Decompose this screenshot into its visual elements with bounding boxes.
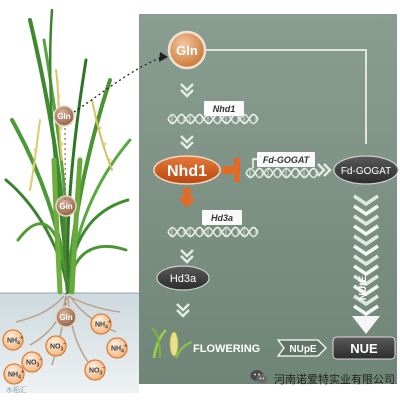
ion-circle (84, 359, 106, 381)
nute-chevron (353, 264, 379, 277)
company-watermark: 河南诺爱特实业有限公司 (274, 373, 395, 386)
chevrons-to-hd3a (180, 249, 194, 264)
nute-chevron (353, 224, 379, 237)
nute-chevron (353, 304, 379, 317)
gln-root-node: Gln (55, 306, 77, 328)
hd3a-gene-label: Hd3a (211, 213, 233, 223)
nupe-arrow: NUpE (276, 339, 327, 357)
nhd1-gene-label: Nhd1 (213, 104, 236, 114)
nue-label: NUE (350, 341, 378, 356)
ion-circle (90, 313, 112, 335)
chevrons-to-nhd1 (180, 135, 194, 150)
ion-node: NO3− (45, 335, 67, 357)
ion-circle (45, 335, 67, 357)
nute-chevron-column (352, 194, 380, 334)
nute-chevron (353, 204, 379, 217)
chevrons-gln-down (180, 83, 194, 98)
gln-root-label: Gln (59, 313, 72, 322)
fd-gogat-protein-label: Fd-GOGAT (341, 166, 391, 177)
ion-label: NH4+ (8, 370, 24, 381)
chevrons-to-fd-gogat (317, 163, 332, 177)
gln-transport-arrow (73, 57, 161, 113)
fd-gogat-gene-helix (245, 167, 319, 179)
ion-label: NO3− (26, 358, 42, 369)
ion-node: NH4+ (90, 313, 112, 335)
ion-node: NH4+ (106, 337, 128, 359)
ion-node: NO3− (21, 351, 43, 373)
nhd1-activates-fd-gogat (222, 158, 240, 182)
wechat-icon (250, 370, 268, 384)
hd3a-protein-label: Hd3a (170, 273, 197, 285)
gln-to-nue-line (205, 49, 367, 144)
gln-transport-arrowhead (159, 52, 168, 62)
hd3a-gene-marker: Hd3a (202, 210, 242, 226)
nitrogen-ions: NH4+NH4+NO3−NH4+NO3−NO3−NH4+ (2, 313, 128, 385)
gln-plant-lower-label: Gln (59, 202, 72, 211)
chevrons-to-flowering (176, 303, 190, 318)
roots (15, 295, 121, 366)
ion-label: NH4+ (111, 344, 127, 355)
nute-chevron (353, 254, 379, 267)
ion-circle (2, 329, 24, 351)
flowering-plant-icon (151, 327, 193, 359)
ion-node: NH4+ (3, 363, 25, 385)
nute-chevron-tip (352, 316, 380, 334)
gln-plant-lower-node: Gln (55, 195, 77, 217)
nhd1-gene-marker: Nhd1 (204, 101, 244, 116)
fd-gogat-gene-marker: Fd-GOGAT (252, 152, 315, 168)
ion-label: NH4+ (95, 320, 111, 331)
gln-top-node: Gln (167, 30, 207, 70)
ion-circle (3, 363, 25, 385)
fd-gogat-gene-label: Fd-GOGAT (263, 155, 311, 165)
nute-chevron (353, 244, 379, 257)
nhd1-to-hd3a-arrow (178, 188, 196, 208)
gln-top-label: Gln (176, 43, 198, 58)
gln-plant-upper-node: Gln (53, 105, 75, 127)
hd3a-protein-node: Hd3a (156, 265, 210, 291)
fd-gogat-protein-node: Fd-GOGAT (333, 155, 399, 185)
nupe-label: NUpE (289, 344, 317, 355)
ion-circle (106, 337, 128, 359)
nute-label: NUtE (358, 275, 369, 300)
nhd1-protein-label: Nhd1 (167, 163, 207, 180)
nue-node: NUE (332, 336, 396, 360)
rice-plant (4, 8, 132, 295)
nute-chevron (353, 234, 379, 247)
nute-chevron (353, 194, 379, 207)
helix-strand (167, 226, 259, 238)
hd3a-gene-helix (167, 226, 259, 238)
corner-watermark: 水稻汇 (6, 385, 27, 394)
nute-chevron (353, 294, 379, 307)
nute-chevron (353, 274, 379, 287)
ion-label: NO3− (89, 366, 105, 377)
nute-chevron (353, 284, 379, 297)
ion-label: NO3− (50, 342, 66, 353)
ion-label: NH4+ (7, 336, 23, 347)
nute-chevron (353, 214, 379, 227)
ion-node: NH4+ (2, 329, 24, 351)
flowering-label: FLOWERING (193, 343, 260, 355)
ion-node: NO3− (84, 359, 106, 381)
nhd1-protein-node: Nhd1 (153, 155, 221, 185)
gln-plant-upper-label: Gln (57, 112, 70, 121)
helix-strand (245, 167, 319, 179)
ion-circle (21, 351, 43, 373)
